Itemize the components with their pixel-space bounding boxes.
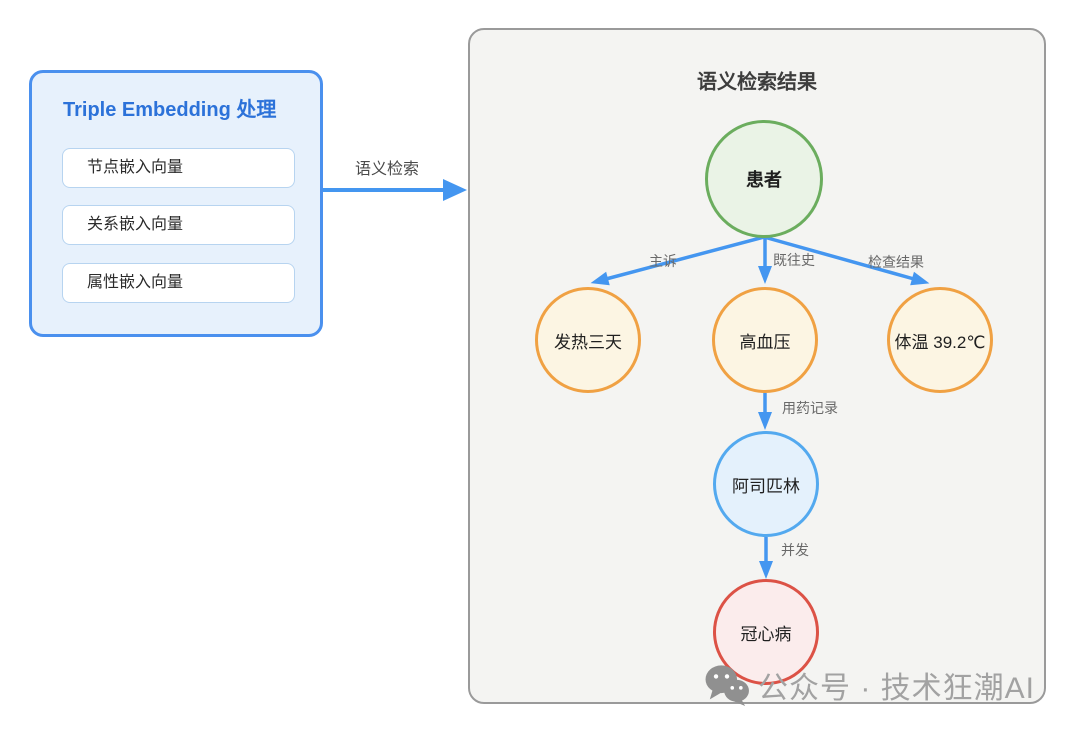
node-coronary-heart-disease: 冠心病 [713, 579, 819, 685]
edge-label-chief-complaint: 主诉 [649, 253, 677, 269]
node-fever-label: 发热三天 [554, 332, 622, 352]
watermark-text: 公众号 · 技术狂潮AI [758, 672, 1036, 705]
node-hypertension: 高血压 [712, 287, 818, 393]
edge-label-complication: 并发 [781, 542, 809, 558]
node-aspirin: 阿司匹林 [713, 431, 819, 537]
node-patient-label: 患者 [746, 170, 782, 190]
node-patient: 患者 [705, 120, 823, 238]
triple-embedding-box: Triple Embedding 处理 节点嵌入向量 关系嵌入向量 属性嵌入向量 [29, 70, 323, 337]
embedding-item-node: 节点嵌入向量 [62, 148, 295, 188]
edge-label-medication-record: 用药记录 [782, 400, 838, 416]
semantic-search-label: 语义检索 [354, 161, 420, 178]
wechat-icon [705, 665, 749, 706]
node-aspirin-label: 阿司匹林 [732, 476, 800, 496]
triple-embedding-title: Triple Embedding 处理 [63, 99, 277, 121]
node-temperature: 体温 39.2℃ [887, 287, 993, 393]
watermark: 公众号 · 技术狂潮AI [704, 663, 1035, 707]
result-panel: 语义检索结果 主诉 既往史 检查结果 用药记录 并发 患者 发热三天 高血压 [468, 28, 1046, 704]
node-fever: 发热三天 [535, 287, 641, 393]
graph-edges [590, 235, 930, 579]
result-panel-title: 语义检索结果 [697, 71, 817, 94]
edge-label-past-history: 既往史 [773, 252, 815, 268]
edge-label-exam-result: 检查结果 [868, 254, 924, 270]
embedding-item-relation: 关系嵌入向量 [62, 205, 295, 245]
node-hypertension-label: 高血压 [739, 332, 791, 352]
node-chd-label: 冠心病 [740, 624, 792, 644]
node-temperature-label: 体温 39.2℃ [894, 332, 986, 352]
embedding-item-attribute: 属性嵌入向量 [62, 263, 295, 303]
